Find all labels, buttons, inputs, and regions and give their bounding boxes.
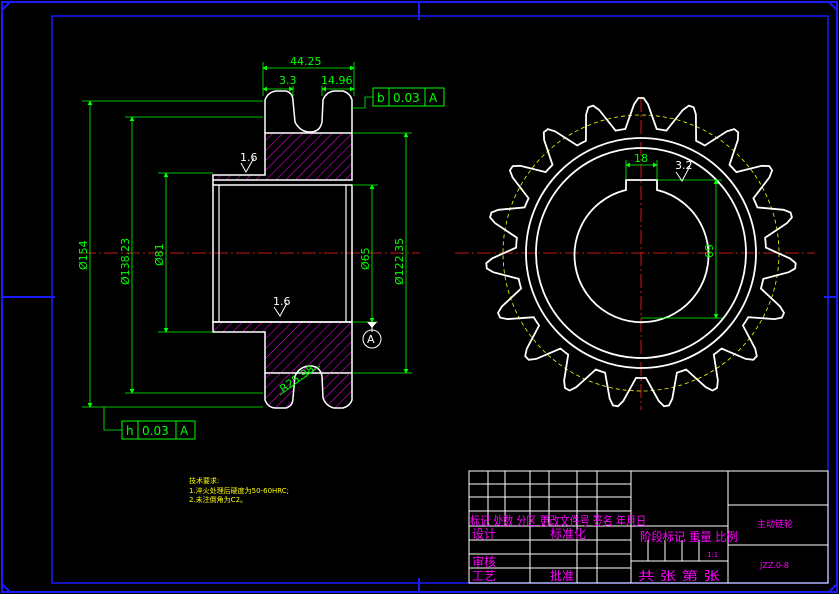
title-block <box>468 470 829 584</box>
hatch-upper <box>212 132 353 181</box>
upper-teeth <box>264 90 353 133</box>
tb-part-name: 主动链轮 <box>757 518 793 530</box>
lower-teeth <box>264 365 353 409</box>
dim-key-depth: 69 <box>703 244 716 258</box>
dim-diameters-left <box>82 100 263 408</box>
key-roughness-value: 3.2 <box>675 159 693 172</box>
hub-circle-outer <box>525 137 757 369</box>
sprocket-teeth <box>485 97 797 408</box>
tolerance-bottom-symbol: h <box>126 424 134 438</box>
dim-hub-diameter: Ø81 <box>153 243 166 266</box>
tech-notes-line2: 2.未注倒角为C2。 <box>189 495 247 504</box>
tolerance-bottom-value: 0.03 <box>142 424 169 438</box>
dim-total-width <box>262 62 355 96</box>
dim-total-width-label: 44.25 <box>290 55 322 68</box>
tolerance-top-value: 0.03 <box>393 91 420 105</box>
dim-key-width: 18 <box>634 152 648 165</box>
tolerance-frame-top: b 0.03 A <box>372 87 445 107</box>
front-view: 18 69 3.2 <box>455 97 815 410</box>
sheet-inner-border <box>51 15 829 584</box>
dim-chamfer-diameter: Ø122.35 <box>393 238 406 285</box>
radius-leader <box>279 365 321 396</box>
tolerance-bottom-datum: A <box>180 424 189 438</box>
roughness-symbol-bottom <box>273 302 288 317</box>
tech-notes-line1: 1.淬火处理后硬度为50-60HRC; <box>189 486 289 495</box>
roughness-symbol-top <box>240 157 255 174</box>
tb-approve: 批准 <box>550 568 574 583</box>
hub-circle-inner <box>535 147 747 359</box>
tb-row-headers: 标记 处数 分区 更改文件号 签名 年月日 <box>470 513 646 528</box>
technical-notes: 技术要求: 1.淬火处理后硬度为50-60HRC; 2.未注倒角为C2。 <box>189 476 289 504</box>
tb-scale-value: 1:1 <box>707 551 718 559</box>
roughness-bottom-value: 1.6 <box>273 295 291 308</box>
key-roughness-symbol <box>675 165 691 182</box>
datum-a-circle <box>362 329 382 349</box>
tb-review: 审核 <box>472 554 496 569</box>
dim-outer-diameter: Ø154 <box>77 240 90 270</box>
dim-keyway <box>625 160 722 319</box>
dim-bore-diameter: Ø65 <box>359 247 372 270</box>
tb-stage-weight-scale: 阶段标记 重量 比例 <box>640 529 738 544</box>
dim-groove-label: 3.3 <box>279 74 297 87</box>
tb-sheets: 共 张 第 张 <box>638 569 720 583</box>
datum-a-label: A <box>367 333 375 346</box>
bore-with-keyway <box>573 179 710 324</box>
section-view: 44.25 3.3 14.96 Ø154 Ø138.23 Ø81 Ø65 <box>77 55 445 440</box>
tolerance-frame-bottom: h 0.03 A <box>121 420 196 440</box>
dim-tooth-width-label: 14.96 <box>321 74 353 87</box>
hub-bore <box>212 184 353 323</box>
tb-process: 工艺 <box>472 569 496 583</box>
tolerance-top-datum: A <box>429 91 438 105</box>
hatch-lower <box>212 321 353 374</box>
dim-root-diameter: Ø138.23 <box>119 238 132 285</box>
tb-design: 设计 <box>472 527 496 541</box>
tech-notes-heading: 技术要求: <box>189 476 219 485</box>
roughness-top-value: 1.6 <box>240 151 258 164</box>
tb-standardize: 标准化 <box>550 527 586 541</box>
dim-diameters-right <box>352 132 412 374</box>
tolerance-top-symbol: b <box>377 91 385 105</box>
tb-drawing-no: JZZ.0-8 <box>759 561 789 570</box>
